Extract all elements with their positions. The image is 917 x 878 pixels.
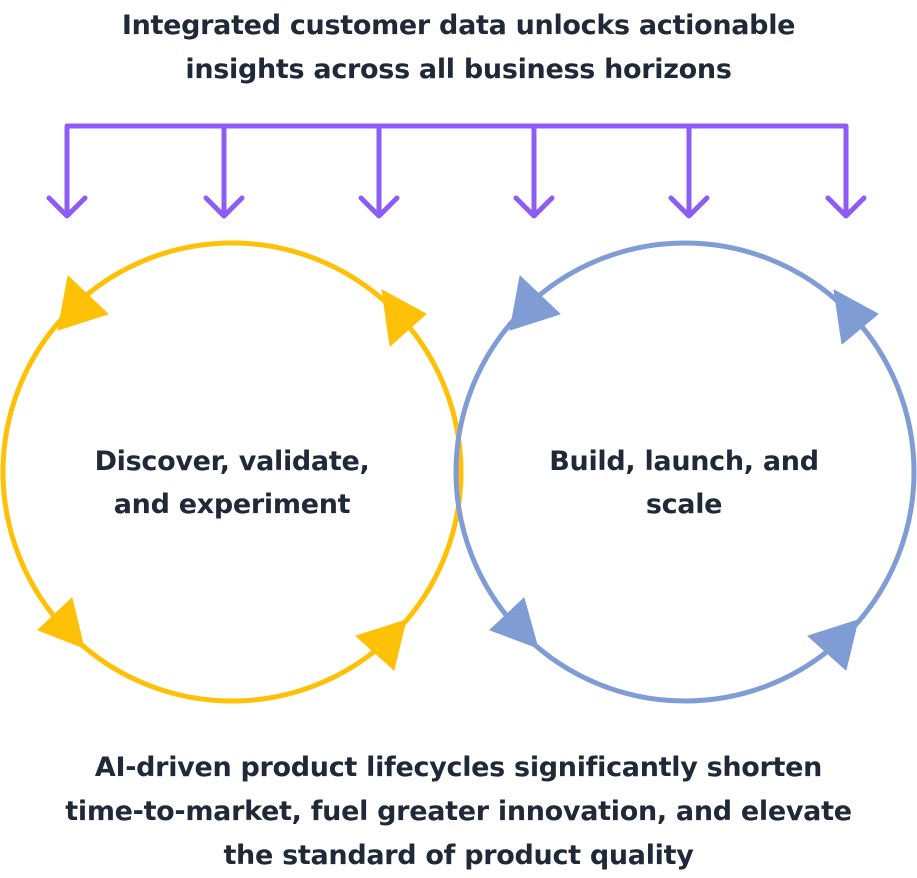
data-bracket [46, 123, 867, 219]
cycle-right-label: Build, launch, and scale [514, 440, 854, 526]
cycle-arrow-icon [381, 289, 427, 347]
arrowhead-down-icon [668, 195, 710, 219]
headline-line-2: insights across all business horizons [185, 54, 732, 85]
cycle-left-ring [0, 240, 464, 704]
arrowhead-down-icon [203, 195, 245, 219]
bracket-bar [64, 123, 849, 217]
footer-line-1: AI-driven product lifecycles significant… [94, 752, 823, 783]
cycle-right-ring [453, 240, 917, 704]
cycle-arrow-icon [355, 619, 407, 671]
cycle-left-label-line-2: and experiment [113, 489, 351, 520]
arrowhead-down-icon [46, 195, 88, 219]
arrowhead-down-icon [358, 195, 400, 219]
cycle-left-label-line-1: Discover, validate, [94, 446, 370, 477]
footer-line-3: the standard of product quality [223, 840, 694, 871]
cycle-arrow-icon [57, 275, 109, 331]
headline: Integrated customer data unlocks actiona… [0, 4, 917, 92]
footer-statement: AI-driven product lifecycles significant… [0, 746, 917, 878]
cycle-arrow-icon [833, 289, 879, 345]
arrowhead-down-icon [513, 195, 555, 219]
footer-line-2: time-to-market, fuel greater innovation,… [65, 796, 852, 827]
cycle-right-label-line-2: scale [645, 489, 723, 520]
cycle-arrow-icon [37, 597, 85, 649]
cycle-arrow-icon [807, 619, 859, 671]
arrowhead-down-icon [825, 195, 867, 219]
cycle-right-label-line-1: Build, launch, and [549, 446, 819, 477]
cycle-right [453, 240, 917, 704]
cycle-left-label: Discover, validate, and experiment [62, 440, 402, 526]
headline-line-1: Integrated customer data unlocks actiona… [121, 10, 796, 41]
cycle-arrow-icon [509, 275, 561, 331]
cycle-arrow-icon [489, 597, 539, 649]
cycle-left [0, 240, 464, 704]
